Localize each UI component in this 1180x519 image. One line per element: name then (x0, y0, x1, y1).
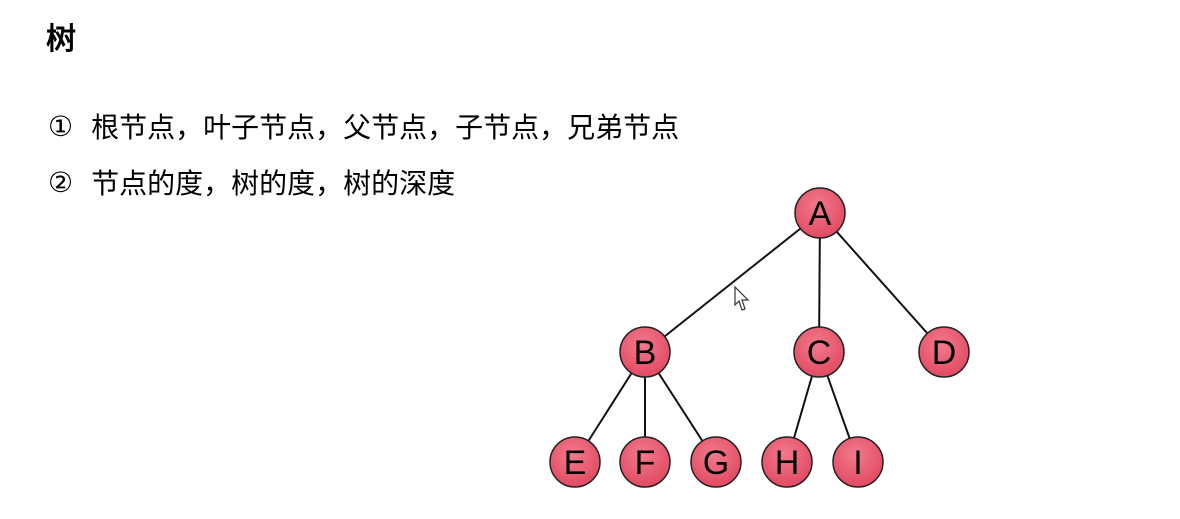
item-text: 节点的度，树的度，树的深度 (91, 167, 456, 200)
tree-node-D: D (918, 326, 970, 378)
node-circle (549, 436, 601, 488)
node-circle (619, 326, 671, 378)
mouse-cursor-icon (734, 285, 750, 311)
tree-node-I: I (832, 436, 884, 488)
tree-node-H: H (761, 436, 813, 488)
item-marker: ① (48, 109, 74, 143)
node-label: I (853, 444, 862, 482)
tree-node-C: C (793, 326, 845, 378)
node-label: E (564, 444, 587, 482)
node-circle (918, 326, 970, 378)
node-label: D (932, 334, 957, 372)
node-circle (619, 436, 671, 488)
tree-node-E: E (549, 436, 601, 488)
tree-node-F: F (619, 436, 671, 488)
edge-A-B (644, 212, 821, 353)
node-label: H (775, 444, 800, 482)
item-marker: ② (48, 165, 74, 199)
node-circle (793, 326, 845, 378)
node-circle (794, 187, 846, 239)
list-item-1: ① 根节点，叶子节点，父节点，子节点，兄弟节点 (48, 106, 679, 146)
item-text: 根节点，叶子节点，父节点，子节点，兄弟节点 (91, 111, 680, 144)
node-label: F (635, 444, 656, 482)
page-title: 树 (46, 22, 76, 57)
node-label: A (809, 195, 832, 233)
node-label: G (703, 444, 729, 482)
tree-node-A: A (794, 187, 846, 239)
node-circle (761, 436, 813, 488)
tree-node-G: G (690, 436, 742, 488)
edge-A-D (819, 212, 945, 353)
tree-node-B: B (619, 326, 671, 378)
node-label: B (634, 334, 657, 372)
node-label: C (807, 334, 832, 372)
node-circle (690, 436, 742, 488)
node-circle (832, 436, 884, 488)
list-item-2: ② 节点的度，树的度，树的深度 (48, 162, 455, 202)
